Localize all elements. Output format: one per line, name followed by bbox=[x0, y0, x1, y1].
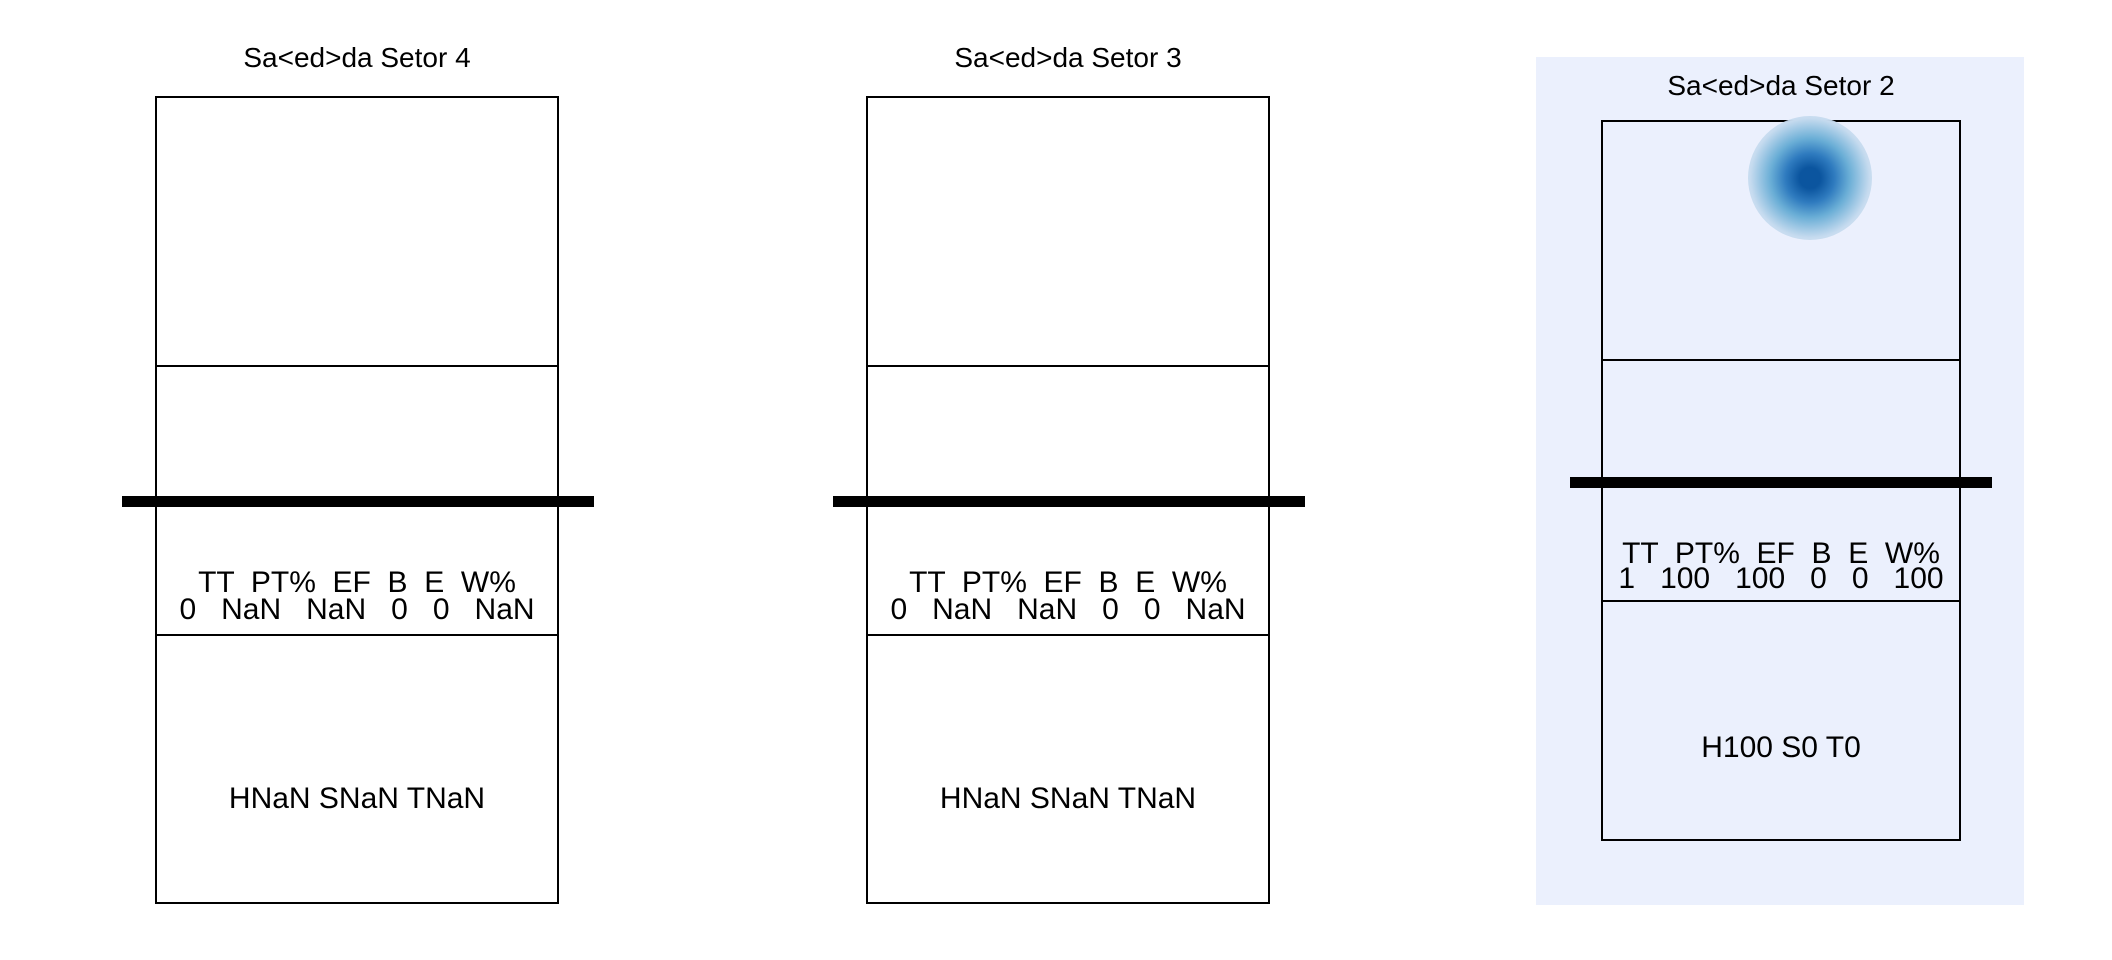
stats-values: 1 100 100 0 0 100 bbox=[1618, 562, 1944, 595]
attack-line-near bbox=[866, 634, 1270, 636]
stats-values: 0 NaN NaN 0 0 NaN bbox=[890, 593, 1246, 626]
stats-values: 0 NaN NaN 0 0 NaN bbox=[179, 593, 535, 626]
attack-summary: H100 S0 T0 bbox=[1701, 731, 1861, 764]
stats-header: TT PT% EF B E W% bbox=[198, 566, 516, 599]
attack-line-far bbox=[866, 365, 1270, 367]
attack-summary: HNaN SNaN TNaN bbox=[939, 782, 1197, 815]
heat-spot bbox=[1747, 115, 1872, 240]
net-line bbox=[122, 496, 594, 507]
chart-title: Sa<ed>da Setor 2 bbox=[1667, 70, 1895, 101]
attack-summary: HNaN SNaN TNaN bbox=[228, 782, 486, 815]
attack-line-far bbox=[1601, 359, 1961, 361]
attack-line-near bbox=[1601, 600, 1961, 602]
net-line bbox=[833, 496, 1305, 507]
chart-title: Sa<ed>da Setor 4 bbox=[243, 42, 471, 73]
chart-title: Sa<ed>da Setor 3 bbox=[954, 42, 1182, 73]
stats-header: TT PT% EF B E W% bbox=[909, 566, 1227, 599]
attack-line-far bbox=[155, 365, 559, 367]
net-line bbox=[1570, 477, 1992, 488]
attack-line-near bbox=[155, 634, 559, 636]
stats-header: TT PT% EF B E W% bbox=[1622, 537, 1940, 570]
